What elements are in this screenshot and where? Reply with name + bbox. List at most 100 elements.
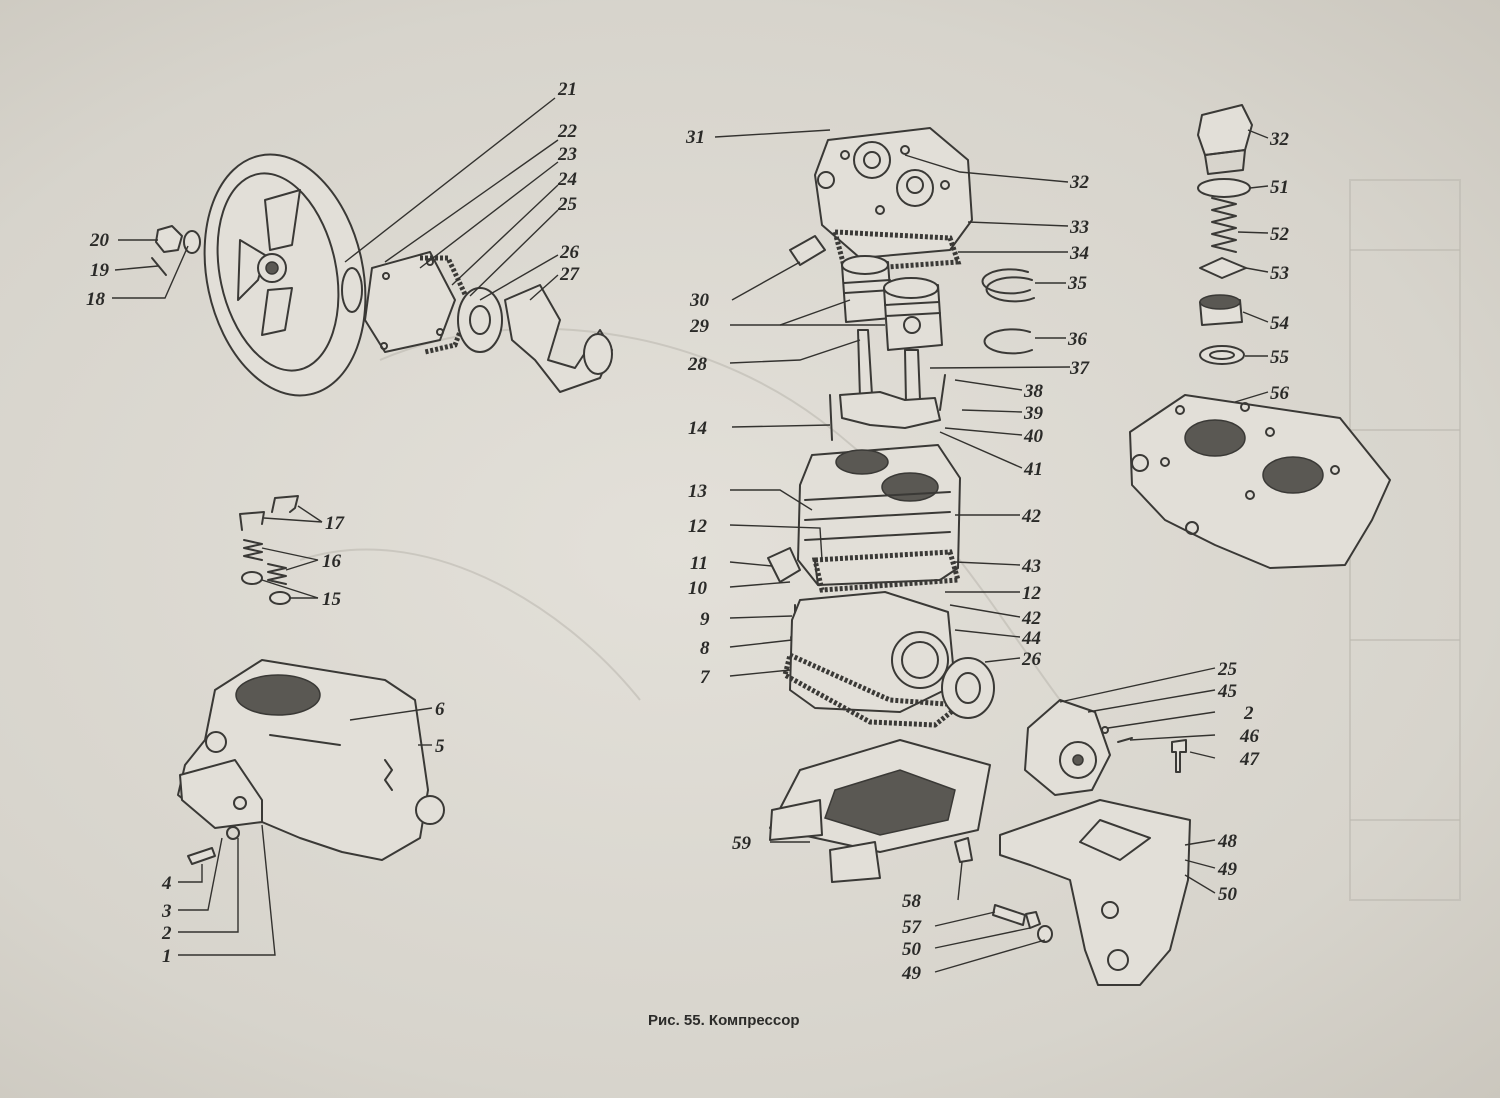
callout-1: 1: [162, 946, 172, 967]
callout-45: 45: [1217, 681, 1238, 702]
callout-47: 47: [1239, 749, 1261, 770]
callout-25: 25: [557, 194, 578, 215]
valve-disc-right: [269, 591, 291, 605]
mounting-bracket: [999, 799, 1191, 986]
valve-plate: [1199, 257, 1247, 279]
compression-ring: [981, 268, 1031, 295]
callout-32b: 32: [1269, 129, 1290, 150]
pulley-assembly: [151, 153, 613, 397]
callout-19: 19: [90, 260, 110, 281]
callout-26: 26: [559, 242, 580, 263]
callout-42b: 42: [1021, 608, 1042, 629]
callout-10: 10: [688, 578, 708, 599]
callout-9: 9: [700, 609, 710, 630]
callout-38: 38: [1023, 381, 1044, 402]
pulley-spoke-left: [237, 239, 266, 301]
callout-52: 52: [1270, 224, 1290, 245]
breather-screw: [954, 837, 973, 863]
callout-3: 3: [161, 901, 172, 922]
callout-8: 8: [700, 638, 710, 659]
castle-nut: [155, 225, 183, 253]
callout-34: 34: [1069, 243, 1089, 264]
callout-23: 23: [557, 144, 577, 165]
connecting-rod-right: [904, 349, 921, 403]
callout-13: 13: [688, 481, 707, 502]
lower-housing: [177, 659, 445, 865]
connecting-rod-left: [857, 329, 873, 399]
gasket-ring: [1199, 345, 1245, 365]
valve-parts-left: [239, 495, 299, 605]
valve-spring: [1211, 197, 1237, 253]
callout-14: 14: [688, 418, 707, 439]
callout-42: 42: [1021, 506, 1042, 527]
seal-ring: [1197, 178, 1251, 198]
valve-clip-upper: [271, 495, 299, 513]
valve-disc-left: [241, 571, 263, 585]
rod-caps: [839, 391, 941, 429]
callout-2a: 2: [161, 923, 172, 944]
callout-24: 24: [557, 169, 577, 190]
piston-pin: [789, 235, 826, 266]
callout-59: 59: [732, 833, 752, 854]
callout-44: 44: [1021, 628, 1041, 649]
callout-32: 32: [1069, 172, 1090, 193]
callout-17: 17: [325, 513, 346, 534]
crankcase-gasket: [782, 651, 967, 728]
cylinder-head-assembly: [789, 127, 1035, 441]
bearing: [341, 267, 363, 313]
valve-clip-lower: [239, 511, 265, 531]
callout-58: 58: [902, 891, 922, 912]
callout-29: 29: [689, 316, 710, 337]
oil-ring: [983, 328, 1033, 355]
callout-16: 16: [322, 551, 342, 572]
callout-33: 33: [1069, 217, 1089, 238]
callout-50: 50: [1218, 884, 1238, 905]
callout-53: 53: [1270, 263, 1289, 284]
callout-21: 21: [557, 79, 577, 100]
callout-27: 27: [559, 264, 581, 285]
callout-5: 5: [435, 736, 445, 757]
mounting-flange: [179, 759, 263, 829]
callout-2b: 2: [1243, 703, 1254, 724]
valve-spring-right: [267, 563, 287, 585]
callout-46: 46: [1239, 726, 1260, 747]
callout-25b: 25: [1217, 659, 1238, 680]
bolt: [1171, 739, 1187, 773]
leader-lines: [112, 97, 1269, 973]
callout-57: 57: [902, 917, 923, 938]
head-gasket: [831, 229, 962, 273]
rear-cover-and-brackets: [769, 699, 1191, 986]
callout-31: 31: [685, 127, 705, 148]
callout-28: 28: [687, 354, 708, 375]
callout-labels: 21 22 23 24 25 26 27 20 19 18 31 32 33 3…: [86, 79, 1290, 984]
callout-56: 56: [1270, 383, 1290, 404]
bolt-left: [187, 847, 216, 865]
callout-51: 51: [1270, 177, 1289, 198]
callout-35: 35: [1067, 273, 1088, 294]
callout-11: 11: [690, 553, 708, 574]
nut: [1025, 911, 1041, 929]
valve-spring-left: [243, 539, 263, 561]
callout-7: 7: [700, 667, 711, 688]
callout-36: 36: [1067, 329, 1088, 350]
spring-washer: [226, 826, 240, 840]
callout-30: 30: [689, 290, 710, 311]
bearing-cover: [364, 251, 456, 353]
block-gasket: [811, 549, 962, 593]
callout-12b: 12: [1022, 583, 1042, 604]
callout-55: 55: [1270, 347, 1290, 368]
callout-43: 43: [1021, 556, 1041, 577]
stud-bolt: [992, 904, 1026, 926]
callout-37: 37: [1069, 358, 1091, 379]
pulley-inner: [216, 172, 340, 372]
valve-parts-right: [1129, 104, 1391, 569]
callout-4: 4: [161, 873, 172, 894]
callout-49: 49: [1217, 859, 1238, 880]
callout-26b: 26: [1021, 649, 1042, 670]
callout-49b: 49: [901, 963, 922, 984]
lock-washer: [1037, 925, 1053, 943]
pulley-spoke-upper: [264, 189, 301, 251]
callout-40: 40: [1023, 426, 1044, 447]
